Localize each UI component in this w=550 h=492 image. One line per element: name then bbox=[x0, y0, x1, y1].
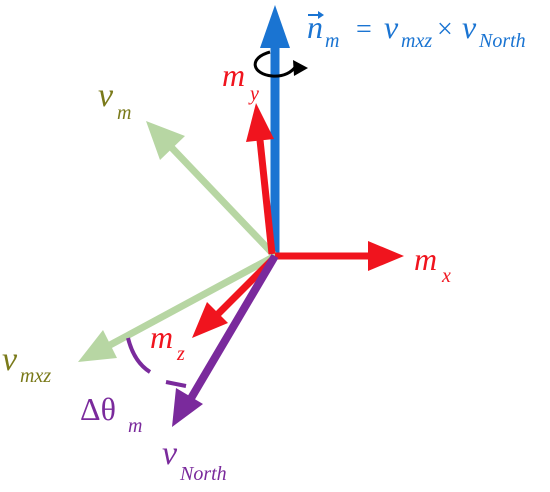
label-vmxz: v mxz bbox=[2, 341, 51, 387]
svg-text:x: x bbox=[441, 265, 451, 287]
svg-text:m: m bbox=[414, 241, 437, 277]
equation-lhs: n bbox=[307, 9, 323, 45]
equation-term2: v bbox=[462, 9, 477, 45]
svg-text:m: m bbox=[117, 102, 131, 124]
mx-vector-arrow bbox=[275, 241, 404, 271]
label-mz: m z bbox=[150, 319, 185, 365]
equation-term1-sub: mxz bbox=[401, 30, 432, 52]
normal-vector-arrow bbox=[260, 5, 290, 256]
vm-vector-arrow bbox=[146, 121, 278, 259]
delta-theta-arc bbox=[126, 337, 152, 374]
label-vm: v m bbox=[98, 77, 131, 124]
svg-text:v: v bbox=[162, 435, 178, 472]
svg-text:m: m bbox=[150, 319, 173, 355]
svg-text:z: z bbox=[176, 343, 185, 365]
svg-text:v: v bbox=[98, 77, 114, 114]
label-vnorth: v North bbox=[162, 435, 227, 485]
vmxz-vector-arrow bbox=[78, 252, 277, 362]
svg-text:m: m bbox=[128, 415, 142, 437]
label-my: m y bbox=[222, 57, 259, 105]
svg-text:Δθ: Δθ bbox=[80, 391, 116, 427]
vnorth-vector-arrow bbox=[172, 253, 279, 427]
my-vector-arrow bbox=[246, 103, 276, 255]
equation-term2-sub: North bbox=[478, 30, 526, 52]
label-mx: m x bbox=[414, 241, 451, 287]
equation-cross: × bbox=[437, 14, 453, 45]
svg-text:North: North bbox=[179, 463, 227, 485]
equation-term1: v bbox=[384, 9, 399, 45]
svg-text:v: v bbox=[2, 341, 18, 378]
svg-text:mxz: mxz bbox=[20, 365, 51, 387]
rotation-arrow-icon bbox=[253, 50, 308, 78]
svg-text:y: y bbox=[248, 83, 259, 105]
equation-equals: = bbox=[356, 14, 372, 45]
delta-theta-tick bbox=[165, 380, 187, 388]
label-delta-theta: Δθ m bbox=[80, 391, 142, 437]
cross-product-equation: n m = v mxz × v North bbox=[307, 9, 526, 52]
normal-vector-arrow-accent bbox=[308, 11, 324, 19]
equation-lhs-sub: m bbox=[325, 30, 339, 52]
svg-text:m: m bbox=[222, 57, 245, 93]
